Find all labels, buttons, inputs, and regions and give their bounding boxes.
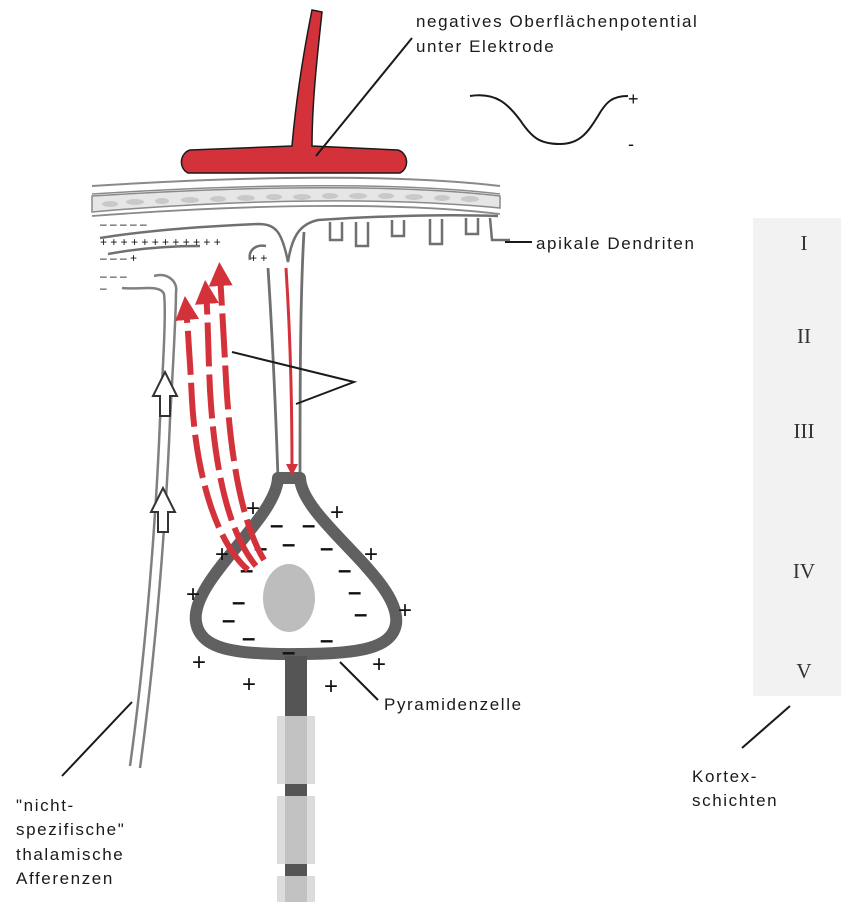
- intracellular-current-arrow: [286, 268, 292, 470]
- svg-text:–: –: [242, 625, 255, 652]
- svg-text:+: +: [372, 651, 386, 678]
- afferent-leader: [62, 702, 132, 776]
- electrode: [181, 10, 406, 173]
- layer-label-1: I: [801, 231, 808, 255]
- layer-panel: [753, 218, 841, 696]
- svg-text:+: +: [186, 581, 200, 608]
- surface-potential-waveform: [470, 95, 628, 144]
- svg-text:–: –: [282, 639, 295, 666]
- svg-text:–: –: [282, 531, 295, 558]
- svg-text:–: –: [302, 512, 315, 539]
- waveform-plus: +: [628, 89, 639, 109]
- svg-text:–: –: [222, 607, 235, 634]
- afferent-label-line4: Afferenzen: [16, 869, 114, 888]
- svg-text:–: –: [320, 535, 333, 562]
- layer-label-5: V: [796, 659, 811, 683]
- svg-text:+: +: [242, 671, 256, 698]
- svg-text:– – – +: – – – +: [100, 251, 137, 265]
- layer-label-3: III: [794, 419, 815, 443]
- svg-text:–: –: [100, 281, 107, 295]
- cortex-label-line2: schichten: [692, 791, 778, 810]
- electrode-label-line2: unter Elektrode: [416, 37, 555, 56]
- afferent-arrows: [151, 372, 177, 532]
- svg-text:– – – – –: – – – – –: [100, 217, 147, 231]
- cortex-leader: [742, 706, 790, 748]
- svg-text:+: +: [246, 495, 260, 522]
- svg-text:+ + + + + + + + + + + +: + + + + + + + + + + + +: [100, 235, 221, 249]
- arrow-pointer-lines: [232, 352, 354, 404]
- svg-text:+: +: [398, 597, 412, 624]
- svg-text:+: +: [330, 499, 344, 526]
- svg-text:+: +: [364, 541, 378, 568]
- waveform-minus: -: [628, 134, 634, 154]
- svg-text:+: +: [192, 649, 206, 676]
- afferent-label-line3: thalamische: [16, 845, 124, 864]
- meninges-outer: [92, 178, 500, 186]
- svg-text:–: –: [354, 601, 367, 628]
- cortex-label-line1: Kortex-: [692, 767, 758, 786]
- electrode-leader: [316, 38, 412, 156]
- nucleus: [263, 564, 315, 632]
- svg-text:+ +: + +: [250, 251, 267, 265]
- layer-label-2: II: [797, 324, 811, 348]
- svg-text:+: +: [324, 673, 338, 700]
- svg-text:–: –: [320, 627, 333, 654]
- electrode-label-line1: negatives Oberflächenpotential: [416, 12, 698, 31]
- apical-dendrites-label: apikale Dendriten: [536, 234, 696, 253]
- pyramidal-cell-label: Pyramidenzelle: [384, 695, 523, 714]
- layer-label-4: IV: [793, 559, 815, 583]
- afferent-label-line1: "nicht-: [16, 796, 75, 815]
- afferent-label-line2: spezifische": [16, 820, 125, 839]
